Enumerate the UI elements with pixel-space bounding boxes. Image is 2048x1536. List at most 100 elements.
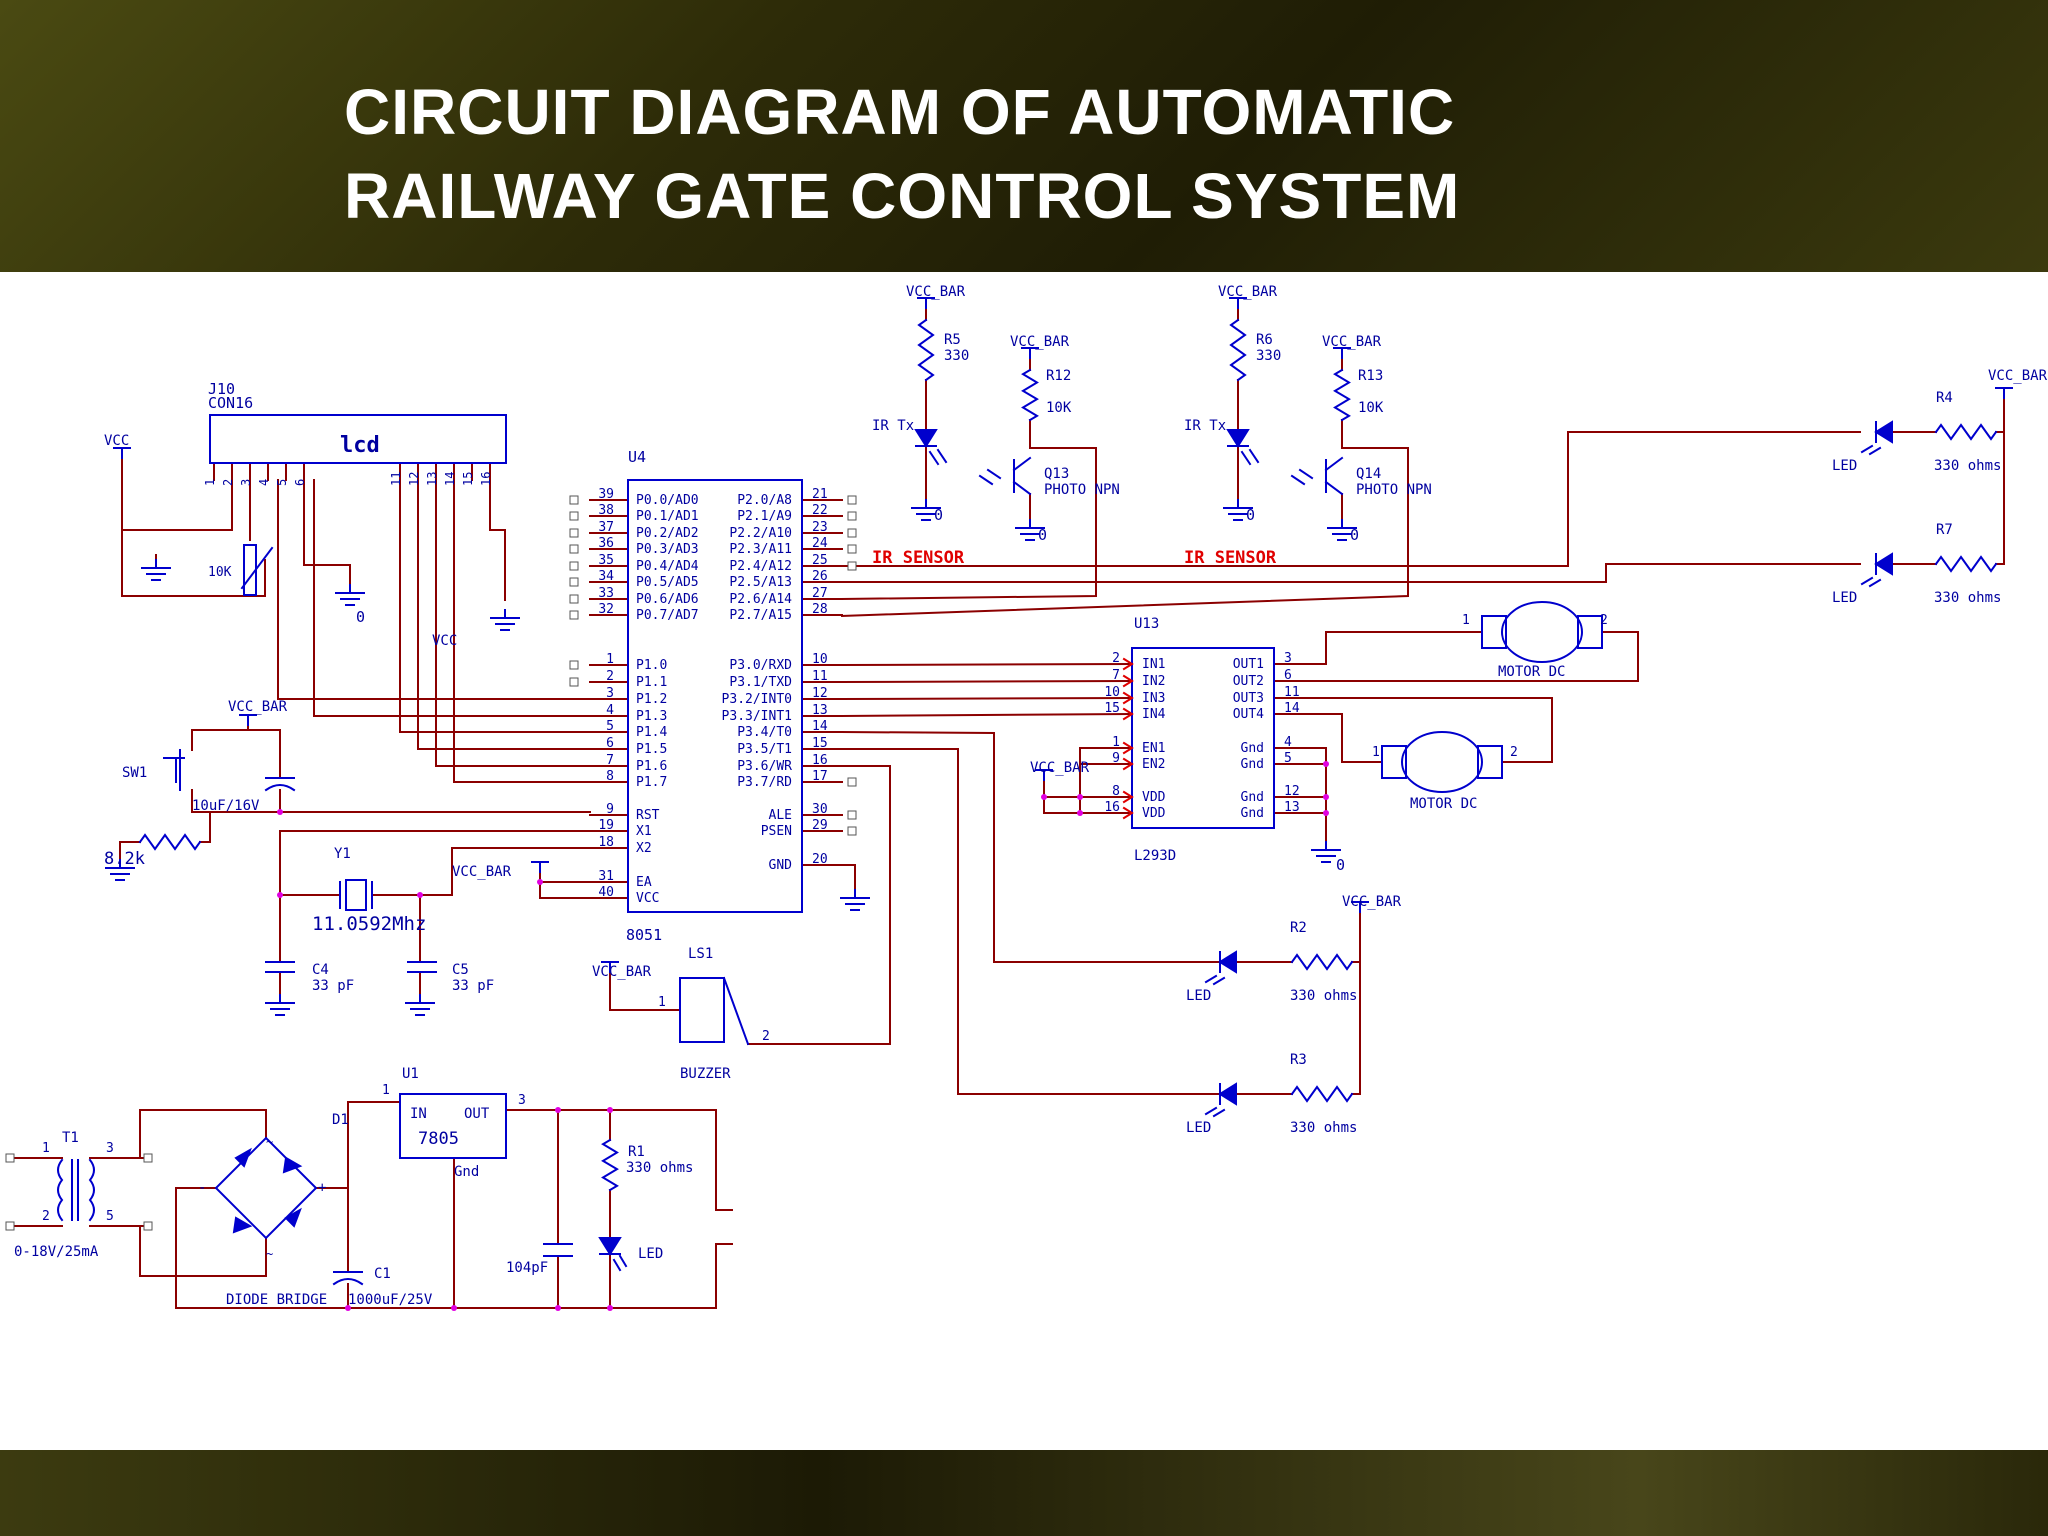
mcu-pin-name: EA [636, 875, 652, 890]
pin-terminal [5, 1221, 15, 1231]
mcu-pin-name: P3.7/RD [737, 775, 792, 790]
schematic-label: 2 [1600, 613, 1608, 628]
junction-dot [1077, 810, 1083, 816]
wire [315, 1101, 401, 1189]
schematic-label: 16 [1104, 800, 1120, 815]
wire [199, 811, 211, 843]
driver-input-wire [840, 679, 1134, 684]
schematic-label: LED [1186, 1120, 1211, 1136]
mcu-pin-name: P0.7/AD7 [636, 608, 699, 623]
pin-arrow-icon [1122, 790, 1134, 804]
mcu-pin-name: RST [636, 808, 660, 823]
lcd-pin-number: 14 [443, 472, 457, 486]
mcu-pin-name: P3.0/RXD [729, 658, 792, 673]
footer-background [0, 1450, 2048, 1536]
schematic-label: OUT4 [1233, 707, 1264, 722]
schematic-label: 0 [1246, 506, 1255, 524]
schematic-label: 330 ohms [1290, 988, 1357, 1004]
pin-arrow-icon [1122, 741, 1134, 755]
vcc-symbol [1351, 901, 1369, 913]
title-background [0, 0, 2048, 272]
slide-title: CIRCUIT DIAGRAM OF AUTOMATIC RAILWAY GAT… [344, 70, 1460, 238]
schematic-label: 15 [1104, 701, 1120, 716]
pin-arrow-icon [1122, 757, 1134, 771]
mcu-pin-number: 33 [598, 586, 614, 601]
ground-symbol [265, 994, 295, 1016]
mcu-pin-number: 9 [606, 802, 614, 817]
mcu-pin-number: 18 [598, 835, 614, 850]
ground-symbol [335, 584, 365, 606]
motor-terminal [1381, 745, 1407, 779]
wire [1273, 631, 1483, 665]
wire-layer [13, 307, 2005, 1309]
motor-terminal [1577, 615, 1603, 649]
wire [841, 864, 856, 891]
schematic-label: 33 pF [312, 978, 354, 994]
schematic-label: 0 [934, 506, 943, 524]
schematic-label: VCC_BAR [1218, 284, 1278, 300]
wire [121, 457, 266, 597]
reset-switch-icon [163, 749, 185, 791]
mcu-pin-name: P1.7 [636, 775, 667, 790]
schematic-label: C4 [312, 962, 329, 978]
schematic-label: DIODE BRIDGE [226, 1292, 327, 1308]
schematic-label: U1 [402, 1066, 419, 1082]
crystal-ref: Y1 [334, 846, 351, 862]
mcu-pin-number: 40 [598, 885, 614, 900]
pin-terminal [569, 577, 579, 587]
schematic-label: 10K [1358, 400, 1384, 416]
schematic-label: R7 [1936, 522, 1953, 538]
light-arrows-icon [978, 468, 1002, 486]
led-symbol [1874, 552, 1893, 576]
mcu-pin-name: X1 [636, 824, 652, 839]
schematic-label: IN3 [1142, 691, 1165, 706]
schematic-label: D1 [332, 1112, 349, 1128]
driver-input-wire [840, 662, 1134, 667]
lcd-pin-number: 3 [239, 479, 253, 486]
junction-dot [555, 1107, 561, 1113]
schematic-label: 330 ohms [626, 1160, 693, 1176]
junction-dot [1077, 794, 1083, 800]
ground-symbol [1327, 519, 1357, 541]
led-arrows-icon [1860, 576, 1882, 588]
schematic-label: VCC_BAR [452, 864, 512, 880]
schematic-label: VCC_BAR [1010, 334, 1070, 350]
ir-sensor-label: IR SENSOR [1184, 548, 1277, 568]
resistor-symbol [1333, 368, 1351, 422]
mcu-pin-name: P1.0 [636, 658, 667, 673]
title-line-1: CIRCUIT DIAGRAM OF AUTOMATIC [344, 76, 1456, 148]
led-symbol [1874, 420, 1893, 444]
mcu-pin-number: 25 [812, 553, 828, 568]
reset-res-value: 8.2k [104, 849, 145, 869]
led-arrows-icon [1204, 1106, 1226, 1118]
lcd-data-wire [417, 479, 591, 750]
schematic-label: OUT2 [1233, 674, 1264, 689]
mcu-pin-number: 29 [812, 818, 828, 833]
schematic-label: LED [1186, 988, 1211, 1004]
led-arrows-icon [1860, 444, 1882, 456]
lcd-data-wire [399, 479, 591, 733]
schematic-label: VCC_BAR [1322, 334, 1382, 350]
schematic-label: IR Tx [1184, 418, 1226, 434]
schematic-label: 330 [944, 348, 969, 364]
schematic-label: OUT1 [1233, 657, 1264, 672]
schematic-label: 1 [1372, 745, 1380, 760]
wire [609, 971, 681, 1011]
wire [539, 871, 591, 883]
mcu-pin-number: 6 [606, 736, 614, 751]
junction-dot [1323, 794, 1329, 800]
mcu-pin-number: 11 [812, 669, 828, 684]
ground-symbol [1223, 499, 1253, 521]
resistor-symbol [1229, 318, 1247, 382]
schematic-label: 2 [42, 1209, 50, 1224]
lcd-pin-number: 11 [389, 472, 403, 486]
vcc-symbol [1229, 297, 1247, 309]
schematic-label: VCC_BAR [228, 699, 288, 715]
mcu-pin-number: 12 [812, 686, 828, 701]
wire [119, 841, 141, 861]
mcu-pin-number: 14 [812, 719, 828, 734]
junction-dot [607, 1305, 613, 1311]
led-symbol [1218, 950, 1237, 974]
mcu-pin-number: 28 [812, 602, 828, 617]
